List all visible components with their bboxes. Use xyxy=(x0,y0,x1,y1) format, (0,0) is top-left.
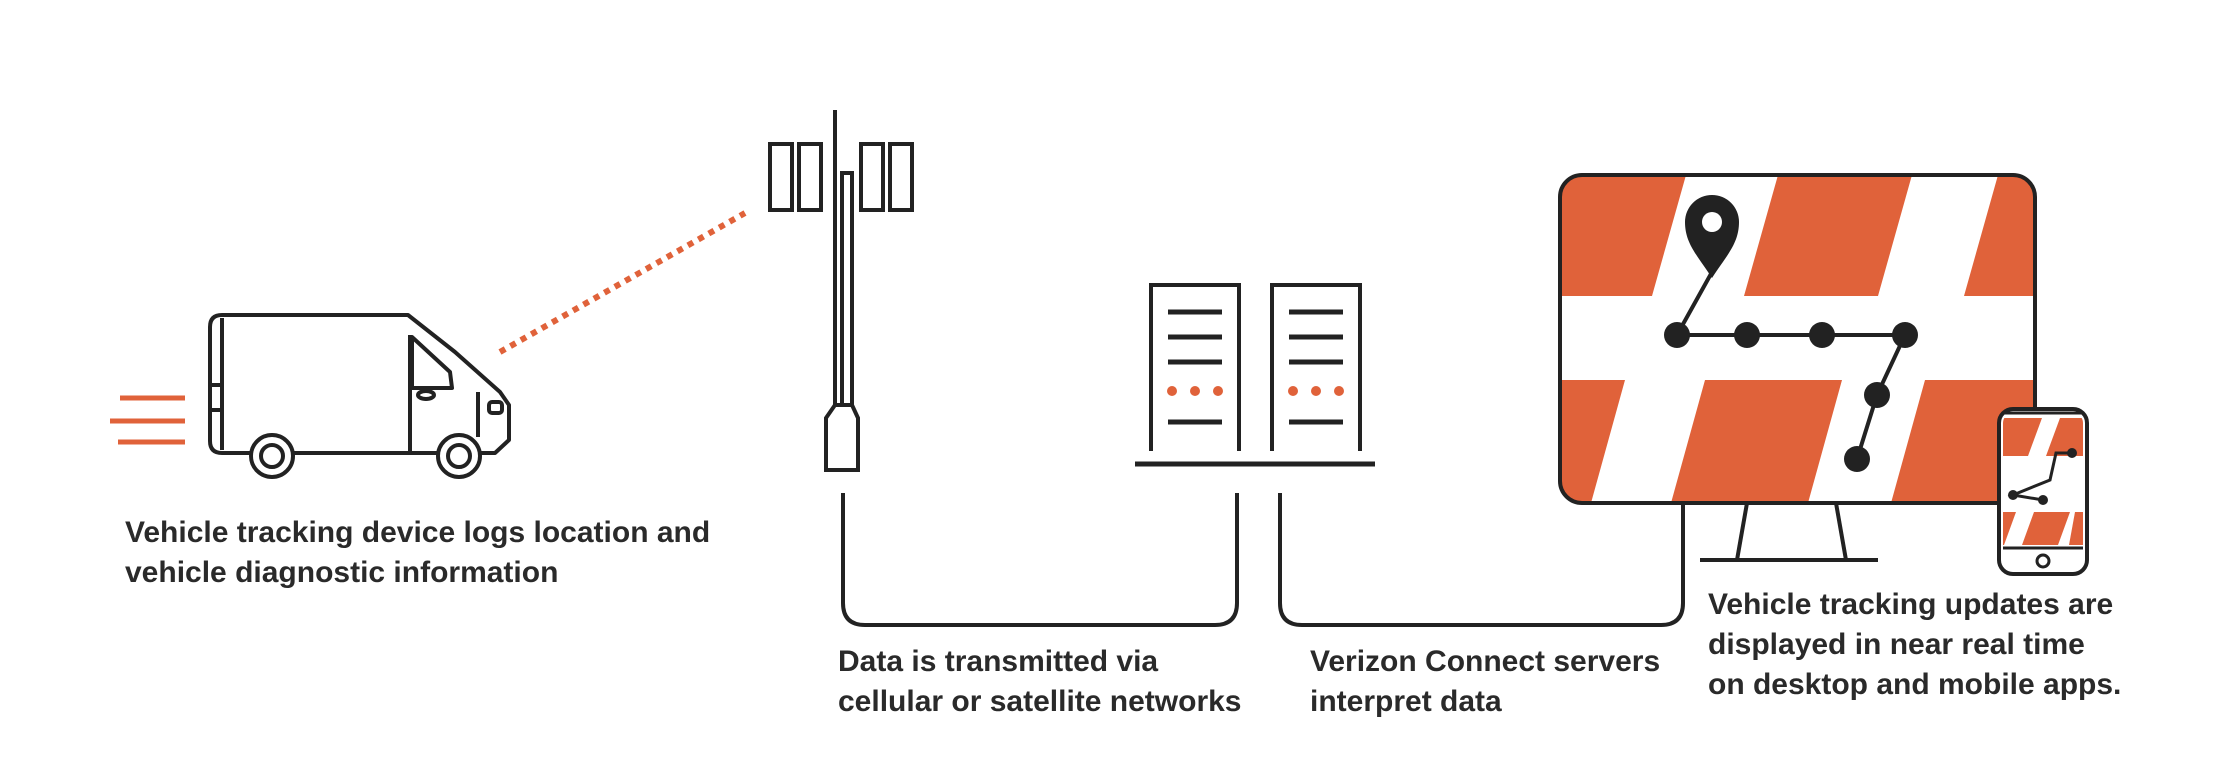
smartphone-map-icon xyxy=(1997,407,2089,576)
caption-servers: Verizon Connect servers interpret data xyxy=(1310,642,1660,722)
caption-servers-line-2: interpret data xyxy=(1310,685,1502,718)
caption-network-line-2: cellular or satellite networks xyxy=(838,685,1242,718)
caption-display-line-2: displayed in near real time xyxy=(1708,628,2085,661)
cell-tower-icon xyxy=(768,110,914,472)
caption-display-updates: Vehicle tracking updates are displayed i… xyxy=(1708,585,2121,705)
flow-connectors xyxy=(841,493,1685,627)
caption-vehicle-line-2: vehicle diagnostic information xyxy=(125,556,559,589)
caption-vehicle-tracking: Vehicle tracking device logs location an… xyxy=(125,513,710,593)
caption-vehicle-line-1: Vehicle tracking device logs location an… xyxy=(125,516,711,549)
location-pin-icon xyxy=(1685,195,1739,278)
server-rack-icon xyxy=(1135,283,1375,467)
motion-lines xyxy=(110,395,185,445)
caption-network-line-1: Data is transmitted via xyxy=(838,645,1159,678)
delivery-van-icon xyxy=(208,313,511,479)
caption-servers-line-1: Verizon Connect servers xyxy=(1310,645,1661,678)
caption-display-line-3: on desktop and mobile apps. xyxy=(1708,668,2122,701)
caption-data-transmission: Data is transmitted via cellular or sate… xyxy=(838,642,1242,722)
desktop-monitor-map-icon xyxy=(1558,173,2037,562)
signal-dotted-line xyxy=(498,210,747,355)
caption-display-line-1: Vehicle tracking updates are xyxy=(1708,588,2114,621)
